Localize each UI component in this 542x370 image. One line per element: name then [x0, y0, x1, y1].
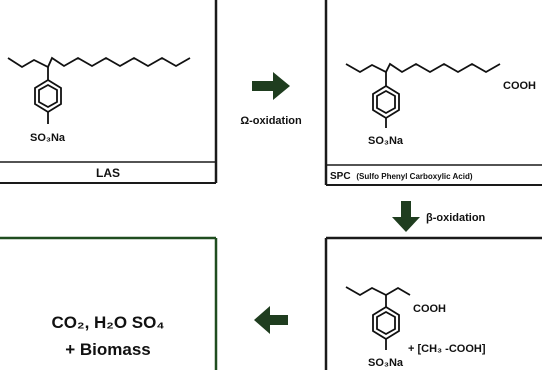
las-box: LAS: [0, 0, 218, 184]
omega-oxidation-label: Ω-oxidation: [240, 115, 302, 127]
short-chain-substituent: SO₃Na: [368, 357, 404, 369]
spc-label: SPC (Sulfo Phenyl Carboxylic Acid): [330, 171, 473, 182]
spc-label-main: SPC: [330, 171, 351, 182]
las-substituent: SO₃Na: [30, 132, 66, 144]
las-molecule: [7, 56, 191, 124]
down-arrow-icon: [392, 201, 420, 232]
beta-oxidation-label: β-oxidation: [426, 212, 486, 224]
products-box: [0, 236, 218, 370]
spc-substituent: SO₃Na: [368, 135, 404, 147]
las-label: LAS: [96, 166, 120, 180]
short-chain-terminal-group: COOH: [413, 303, 446, 315]
right-arrow-icon: [252, 72, 290, 100]
short-chain-molecule: [345, 286, 411, 350]
spc-box: SPC (Sulfo Phenyl Carboxylic Acid): [324, 0, 542, 186]
short-chain-box: [324, 236, 542, 370]
products-line-2: + Biomass: [65, 340, 151, 359]
left-arrow-icon: [254, 306, 288, 334]
spc-molecule: [345, 62, 501, 128]
spc-terminal-group: COOH: [503, 80, 536, 92]
byproduct-label: + [CH₃ -COOH]: [408, 343, 486, 355]
products-line-1: CO₂, H₂O SO₄: [52, 313, 165, 332]
spc-label-detail: (Sulfo Phenyl Carboxylic Acid): [356, 172, 473, 181]
